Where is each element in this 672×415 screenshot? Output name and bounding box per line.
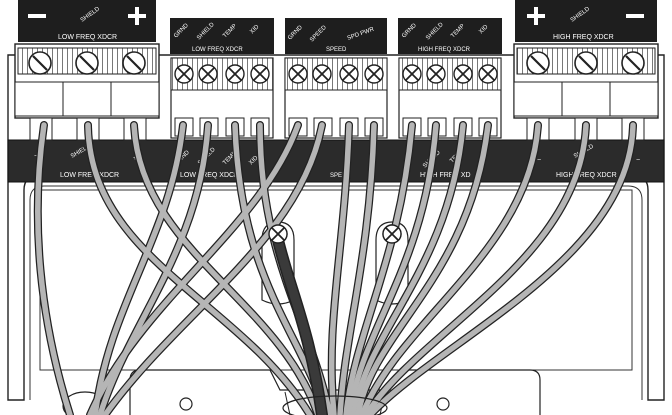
clamp-fronts (268, 224, 402, 244)
screw-icon[interactable] (526, 51, 550, 75)
pin-label-xid: XID (249, 24, 261, 36)
base-label-right-minus-2: − (636, 157, 640, 164)
screw-icon[interactable] (250, 64, 270, 84)
terminal-block-low-freq (14, 43, 160, 141)
screw-icon[interactable] (402, 64, 422, 84)
screw-icon[interactable] (364, 64, 384, 84)
block-title-low-freq: LOW FREQ XDCR (58, 34, 117, 41)
screw-icon[interactable] (621, 51, 645, 75)
screw-icon[interactable] (426, 64, 446, 84)
screw-icon[interactable] (28, 51, 52, 75)
screw-icon[interactable] (174, 64, 194, 84)
screw-icon[interactable] (453, 64, 473, 84)
pin-label-xid: XID (478, 24, 490, 36)
block-title-high-freq-sensor: HIGH FREQ XDCR (418, 47, 471, 53)
screw-icon[interactable] (478, 64, 498, 84)
block-label-high-freq-sensor: GRND SHIELD TEMP XID HIGH FREQ XDCR (398, 18, 502, 54)
base-label-low-freq: LOW FREQ XDCR (60, 172, 119, 179)
mount-hole-left (179, 397, 193, 411)
terminal-block-high-freq (513, 43, 659, 141)
cables (33, 121, 637, 415)
plus-symbol (135, 7, 139, 25)
base-label-low-freq-2: LOW FREQ XDCR (180, 172, 239, 179)
block-label-high-freq: SHIELD HIGH FREQ XDCR (515, 0, 657, 42)
screw-icon[interactable] (225, 64, 245, 84)
minus-symbol (626, 14, 644, 18)
housing (7, 54, 665, 415)
screw-icon[interactable] (122, 51, 146, 75)
cable-exit (282, 395, 388, 415)
base-label-right-minus: − (537, 157, 541, 164)
screw-icon[interactable] (75, 51, 99, 75)
screw-icon[interactable] (288, 64, 308, 84)
base-label-left-minus: − (34, 153, 38, 160)
mount-hole-right (436, 397, 450, 411)
screw-icon[interactable] (312, 64, 332, 84)
screw-icon[interactable] (198, 64, 218, 84)
block-title-speed: SPEED (326, 47, 347, 53)
plus-symbol (534, 7, 538, 25)
block-label-low-freq-sensor: GRND SHIELD TEMP XID LOW FREQ XDCR (170, 18, 274, 54)
screw-icon[interactable] (268, 224, 288, 244)
base-label-high-freq: HIGH FREQ XDCR (556, 172, 617, 179)
base-label-speed: SPEED (330, 173, 351, 179)
block-label-speed: GRND SPEED SPD PWR SPEED (285, 18, 387, 54)
block-title-low-freq-sensor: LOW FREQ XDCR (192, 47, 243, 53)
screw-icon[interactable] (382, 224, 402, 244)
screw-icon[interactable] (339, 64, 359, 84)
block-label-low-freq: SHIELD LOW FREQ XDCR (18, 0, 156, 42)
block-title-high-freq: HIGH FREQ XDCR (553, 34, 614, 41)
screw-icon[interactable] (574, 51, 598, 75)
base-label-xid-2: XID (248, 155, 260, 167)
minus-symbol (28, 14, 46, 18)
base-label-high-freq-2: HIGH FREQ XD (420, 172, 471, 179)
